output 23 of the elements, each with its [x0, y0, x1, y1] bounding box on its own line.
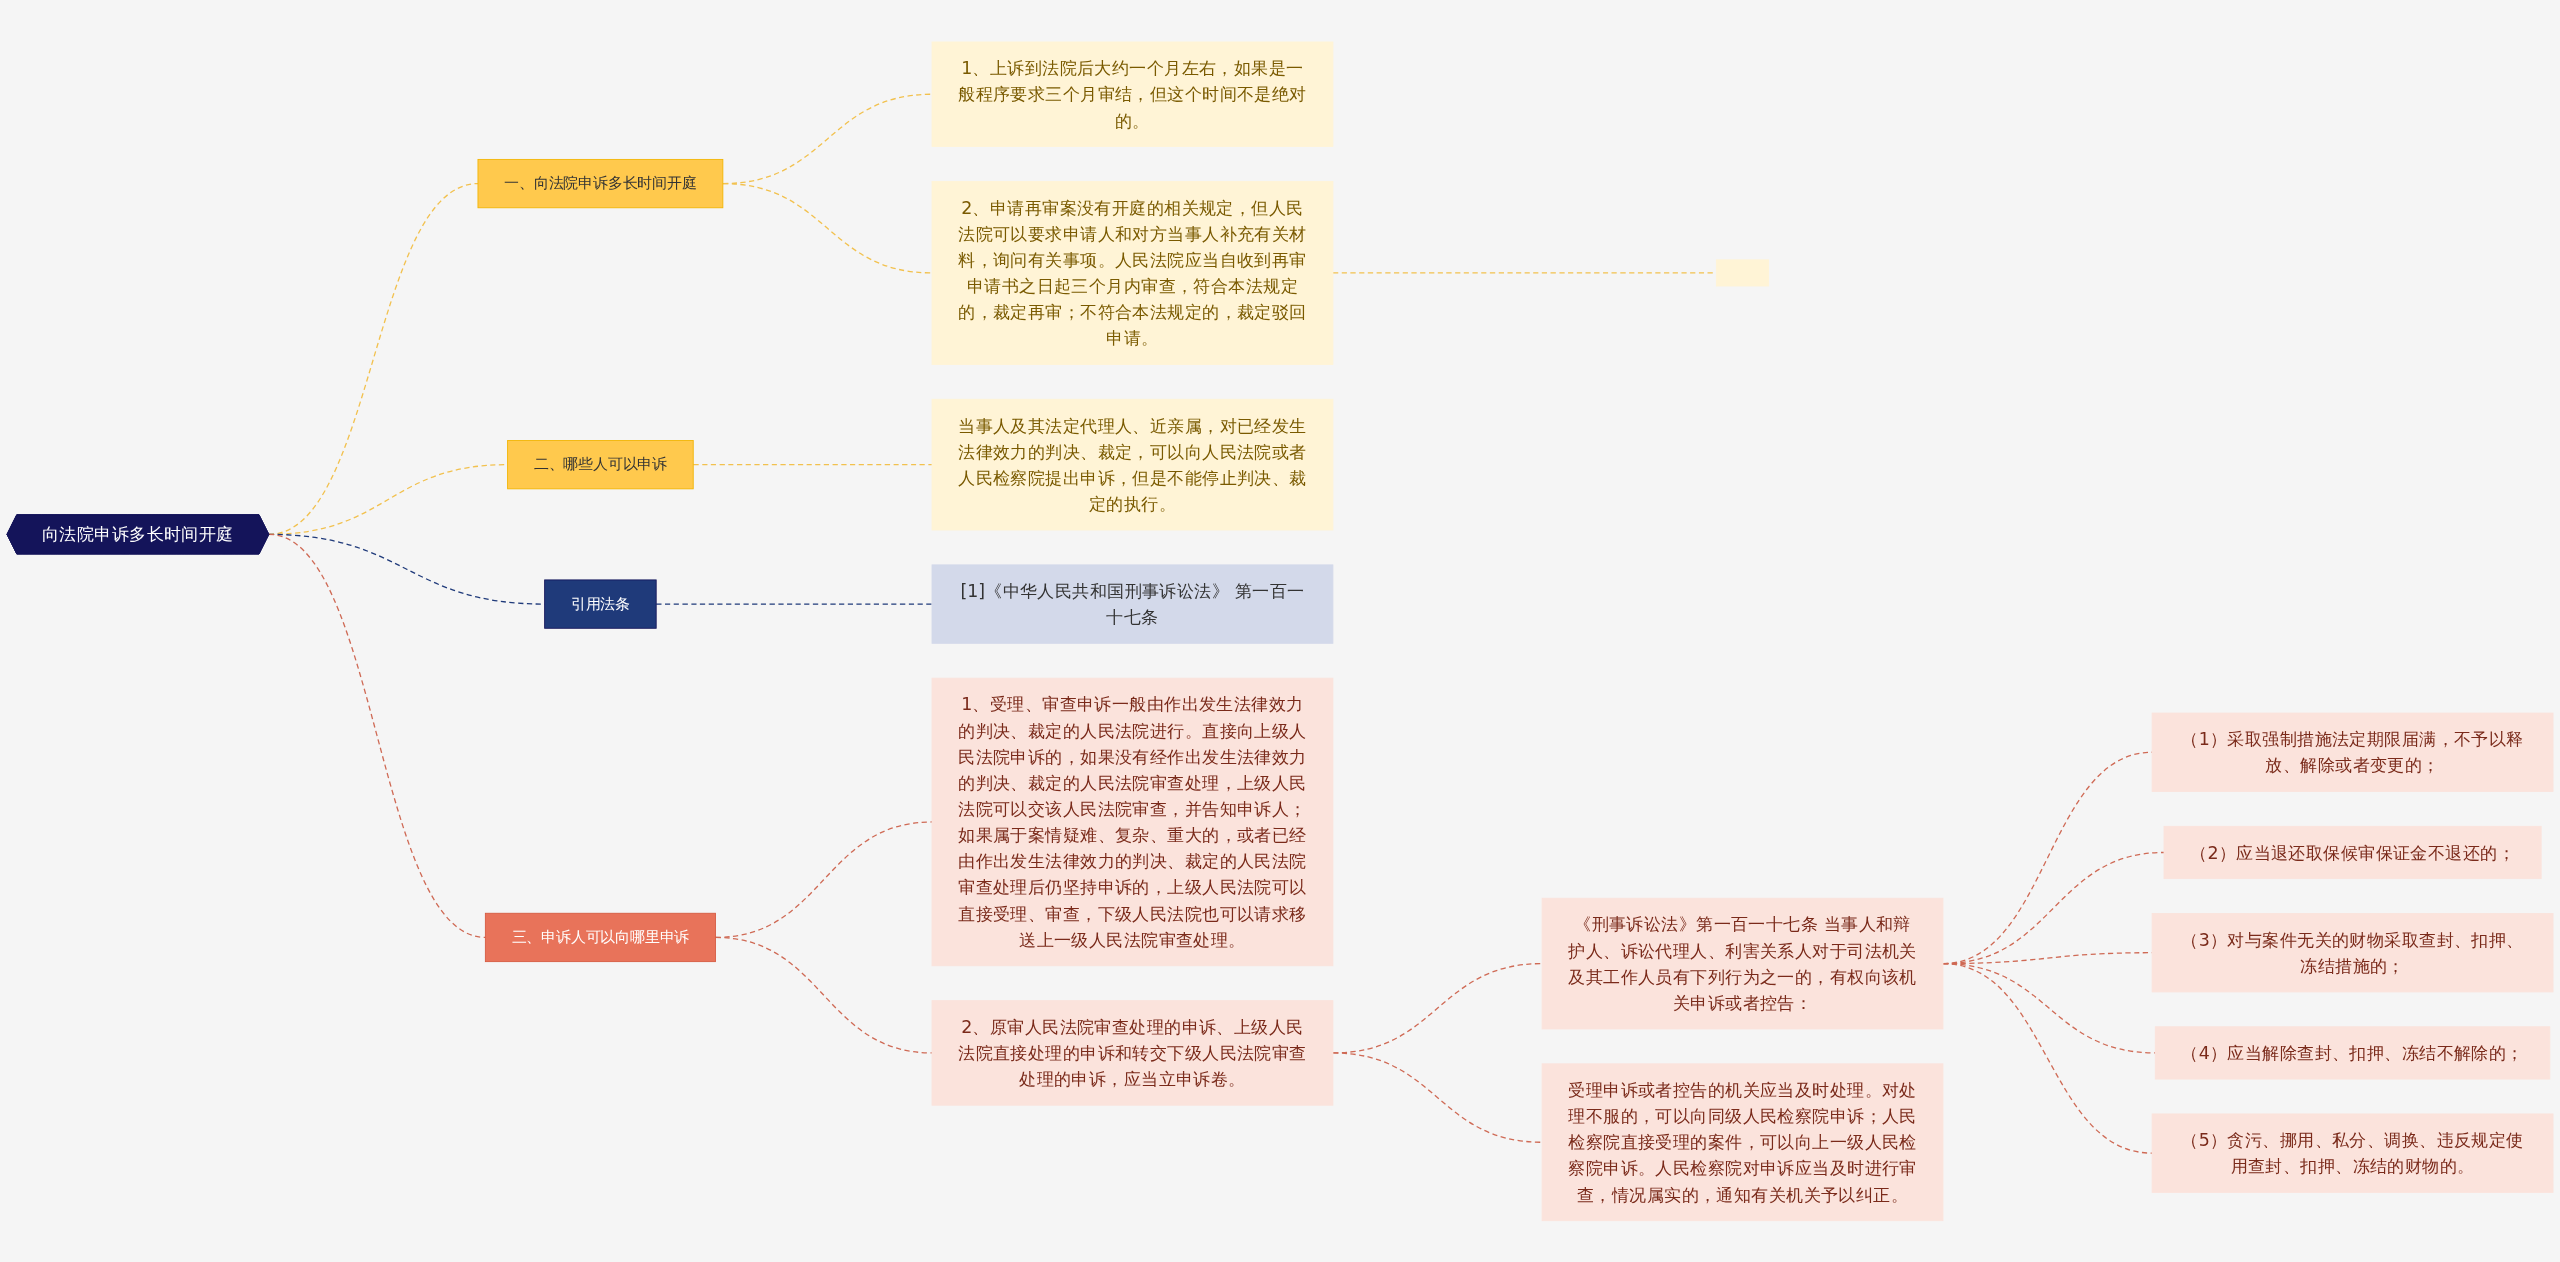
node-box: （2）应当退还取保候审保证金不退还的； — [2163, 825, 2542, 879]
node-box: 2、申请再审案没有开庭的相关规定，但人民法院可以要求申请人和对方当事人补充有关材料，询问有关事项。人民法院应当自收到再审申请书之日起三个月内审查，符合本法规定的，裁定再审；不符合本法规定的，裁定驳回申请。 — [931, 180, 1334, 365]
node-box: 当事人及其法定代理人、近亲属，对已经发生法律效力的判决、裁定，可以向人民法院或者人民检察院提出申诉，但是不能停止判决、裁定的执行。 — [931, 398, 1334, 531]
node-box: （5）贪污、挪用、私分、调换、违反规定使用查封、扣押、冻结的财物的。 — [2151, 1113, 2554, 1193]
node-box: [1]《中华人民共和国刑事诉讼法》 第一百一十七条 — [931, 564, 1334, 644]
node-box: （3）对与案件无关的财物采取查封、扣押、冻结措施的； — [2151, 912, 2554, 993]
node-box: 2、原审人民法院审查处理的申诉、上级人民法院直接处理的申诉和转交下级人民法院审查处理的申诉，应当立申诉卷。 — [931, 999, 1334, 1106]
connector — [655, 603, 933, 605]
node-box: 引用法条 — [544, 579, 657, 629]
node-box: 1、上诉到法院后大约一个月左右，如果是一般程序要求三个月审结，但这个时间不是绝对的。 — [931, 41, 1334, 147]
node-box: （1）采取强制措施法定期限届满，不予以释放、解除或者变更的； — [2151, 712, 2554, 792]
connector — [692, 463, 933, 465]
node-box: 三、申诉人可以向哪里申诉 — [484, 912, 716, 962]
node-box: 二、哪些人可以申诉 — [507, 439, 694, 489]
connector — [268, 533, 487, 938]
node-box: 《刑事诉讼法》第一百一十七条 当事人和辩护人、诉讼代理人、利害关系人对于司法机关及其工作人员有下列行为之一的，有权向该机关申诉或者控告： — [1541, 897, 1944, 1030]
connector — [722, 182, 933, 274]
node-box: （4）应当解除查封、扣押、冻结不解除的； — [2154, 1026, 2551, 1080]
node-box: 一、向法院申诉多长时间开庭 — [477, 158, 724, 208]
node-box: 受理申诉或者控告的机关应当及时处理。对处理不服的，可以向同级人民检察院申诉；人民检察院直接受理的案件，可以向上一级人民检察院申诉。人民检察院对申诉应当及时进行审查，情况属实的，通知有关机关予以纠正。 — [1541, 1063, 1944, 1221]
connector — [1332, 1051, 1543, 1143]
node-box: 1、受理、审查申诉一般由作出发生法律效力的判决、裁定的人民法院进行。直接向上级人民法院申诉的，如果没有经作出发生法律效力的判决、裁定的人民法院审查处理，上级人民法院可以交该人民法院审查，并告知申诉人；如果属于案情疑难、复杂、重大的，或者已经由作出发生法律效力的判决、裁定的人民法院审查处理后仍坚持申诉的，上级人民法院可以直接受理、审查，下级人民法院也可以请求移送上一级人民法院审查处理。 — [931, 677, 1334, 966]
node-box — [1715, 259, 1770, 287]
